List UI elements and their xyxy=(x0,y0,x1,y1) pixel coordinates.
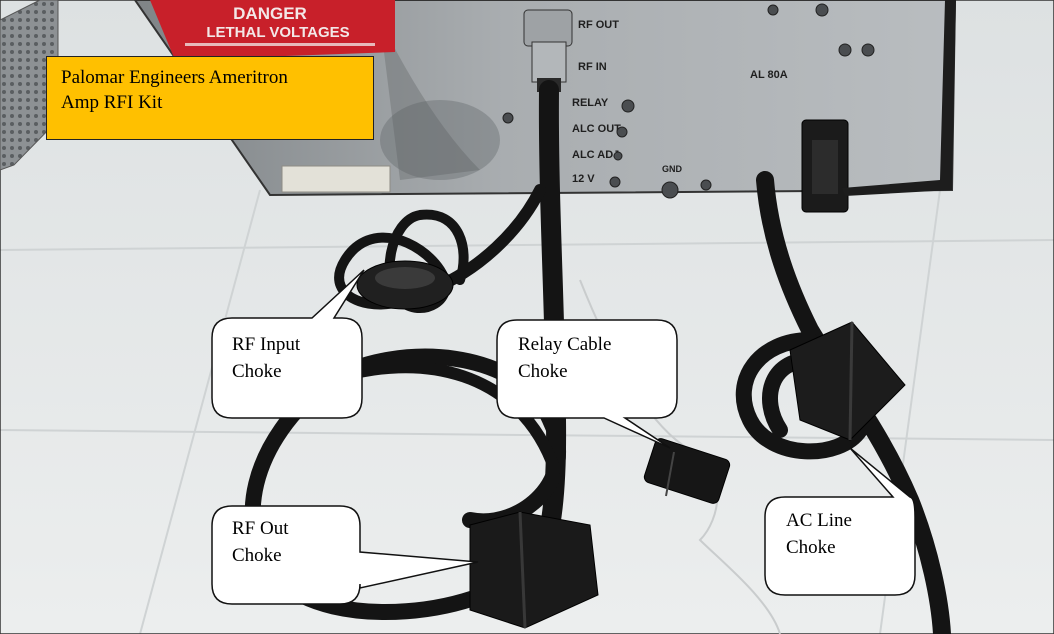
callout-relay-bubble xyxy=(496,319,678,449)
serial-sticker xyxy=(281,165,391,193)
callout-relay-line-1: Relay Cable xyxy=(518,334,612,355)
callout-ac-line: AC Line Choke xyxy=(786,507,852,561)
panel-hardware xyxy=(502,3,875,199)
callout-relay-cable: Relay Cable Choke xyxy=(518,331,611,385)
label-relay: RELAY xyxy=(572,97,609,109)
callout-rf-out-bubble xyxy=(211,505,479,605)
warning-title: DANGER xyxy=(233,4,307,23)
callout-ac-line-line-1: AC Line xyxy=(786,510,852,531)
rf-input-toroid xyxy=(356,260,454,310)
ac-line-clamp-choke xyxy=(789,321,906,441)
callout-rf-input: RF Input Choke xyxy=(232,331,300,385)
rf-out-clamp-choke xyxy=(469,511,599,629)
label-gnd: GND xyxy=(662,164,683,174)
warning-subtitle: LETHAL VOLTAGES xyxy=(206,24,349,41)
callout-rf-out-line-2: Choke xyxy=(232,545,282,566)
callout-rf-input-line-1: RF Input xyxy=(232,334,301,355)
label-model: AL 80A xyxy=(750,69,788,81)
callout-relay-line-2: Choke xyxy=(518,361,568,382)
callout-rf-out-line-1: RF Out xyxy=(232,518,289,539)
callout-ac-line-line-2: Choke xyxy=(786,537,836,558)
callout-rf-input-line-2: Choke xyxy=(232,361,282,382)
label-12v: 12 V xyxy=(572,173,595,185)
relay-clamp-choke xyxy=(643,438,731,504)
label-alc-out: ALC OUT xyxy=(572,123,621,135)
callout-rf-out: RF Out Choke xyxy=(232,515,289,569)
title-line-1: Palomar Engineers Ameritron xyxy=(61,67,288,88)
title-box: Palomar Engineers Ameritron Amp RFI Kit xyxy=(46,56,374,140)
label-rf-out: RF OUT xyxy=(578,19,619,31)
label-alc-adj: ALC ADJ xyxy=(572,149,619,161)
callout-rf-input-bubble xyxy=(211,269,365,419)
label-rf-in: RF IN xyxy=(578,61,607,73)
callout-ac-line-bubble xyxy=(764,447,916,596)
title-line-2: Amp RFI Kit xyxy=(61,92,163,113)
